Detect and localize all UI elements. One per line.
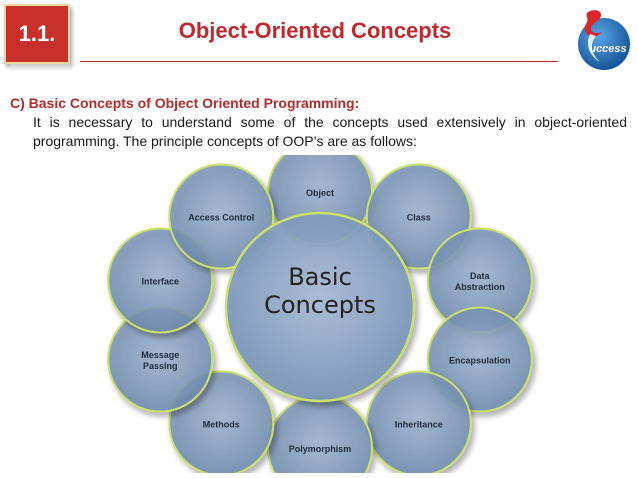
concept-circle: [267, 395, 373, 473]
title-divider: [80, 61, 558, 62]
logo-flame: [584, 10, 602, 37]
concept-label: Class: [407, 212, 431, 222]
concept-label: Polymorphism: [289, 444, 352, 454]
concept-circles: ObjectClassDataAbstractionEncapsulationI…: [107, 155, 533, 473]
concept-access-control: Access Control: [168, 163, 275, 270]
concept-label: Data: [470, 271, 491, 281]
concept-label: Message: [141, 350, 179, 360]
concept-label: Access Control: [188, 212, 254, 222]
concept-label: Abstraction: [455, 282, 505, 292]
center-circle: [224, 211, 416, 403]
slide-number: 1.1.: [18, 21, 56, 46]
concept-label: Passing: [143, 361, 178, 371]
success-logo: uccess: [578, 10, 630, 70]
logo-text: uccess: [589, 43, 626, 55]
slide-number-shadow: [10, 64, 72, 72]
concept-label: Methods: [203, 420, 240, 430]
concept-label: Object: [306, 188, 334, 198]
center-label-line1: Basic: [288, 263, 352, 291]
page-title: Object-Oriented Concepts: [178, 18, 452, 43]
center-label-line2: Concepts: [264, 291, 376, 319]
concept-circle: [168, 163, 275, 270]
logo-swoosh: [587, 34, 600, 62]
concept-label: Inheritance: [395, 420, 443, 430]
basic-concepts-diagram: ObjectClassDataAbstractionEncapsulationI…: [107, 155, 533, 473]
center-concept: Basic Concepts: [224, 211, 416, 403]
intro-paragraph: It is necessary to understand some of th…: [33, 114, 627, 149]
concept-label: Interface: [141, 276, 179, 286]
concept-polymorphism: Polymorphism: [267, 395, 373, 473]
section-heading: C) Basic Concepts of Object Oriented Pro…: [10, 95, 360, 111]
concept-inheritance: Inheritance: [365, 370, 472, 473]
slide-number-badge: 1.1.: [4, 4, 70, 64]
concept-label: Encapsulation: [449, 356, 511, 366]
